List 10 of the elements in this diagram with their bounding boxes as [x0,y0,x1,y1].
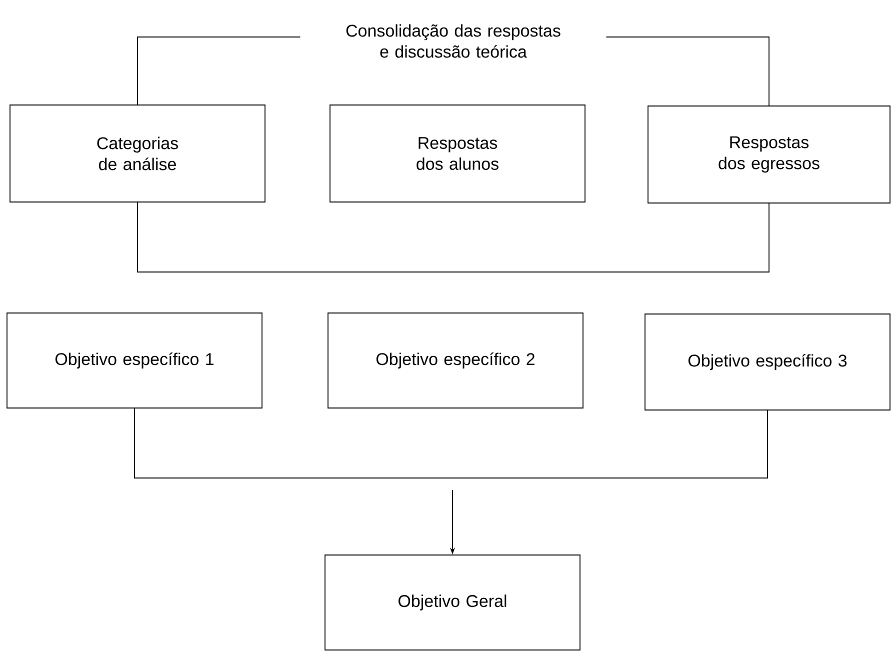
process-box: Objetivo Geral [324,554,580,650]
process-box: Objetivo específico 2 [328,312,584,408]
process-box: Objetivo específico 1 [6,312,262,408]
process-box: Respostas dos alunos [330,104,586,202]
process-box: Categorias de análise [10,104,266,202]
connector-line [137,202,770,272]
connector-line [134,408,768,478]
process-box: Objetivo específico 3 [644,314,890,410]
edge-label: Consolidação das respostas e discussão teórica [300,21,606,61]
process-box: Respostas dos egressos [648,106,890,204]
